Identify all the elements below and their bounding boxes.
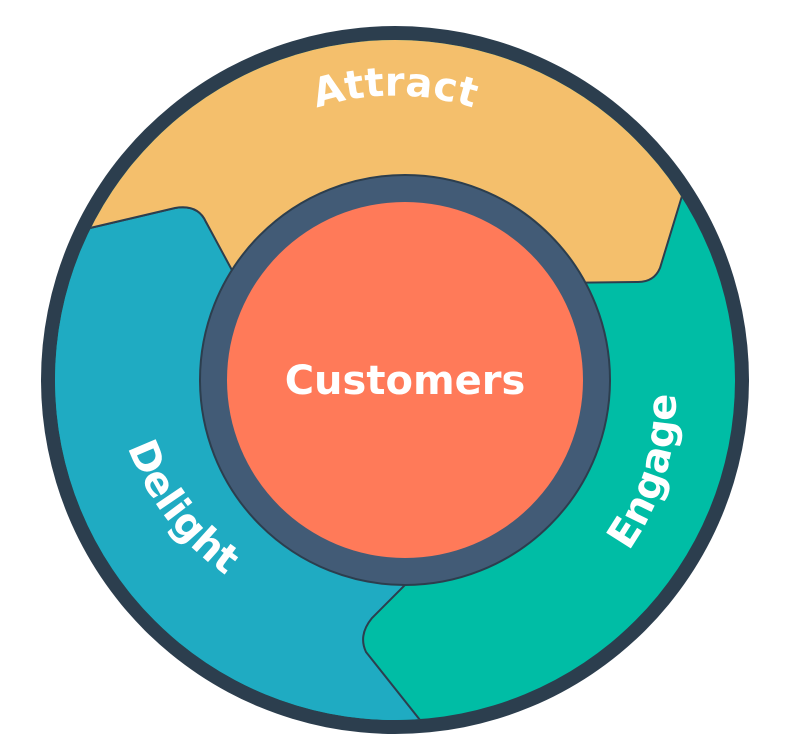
center-label: Customers [285, 358, 526, 404]
center-circle [227, 202, 583, 558]
